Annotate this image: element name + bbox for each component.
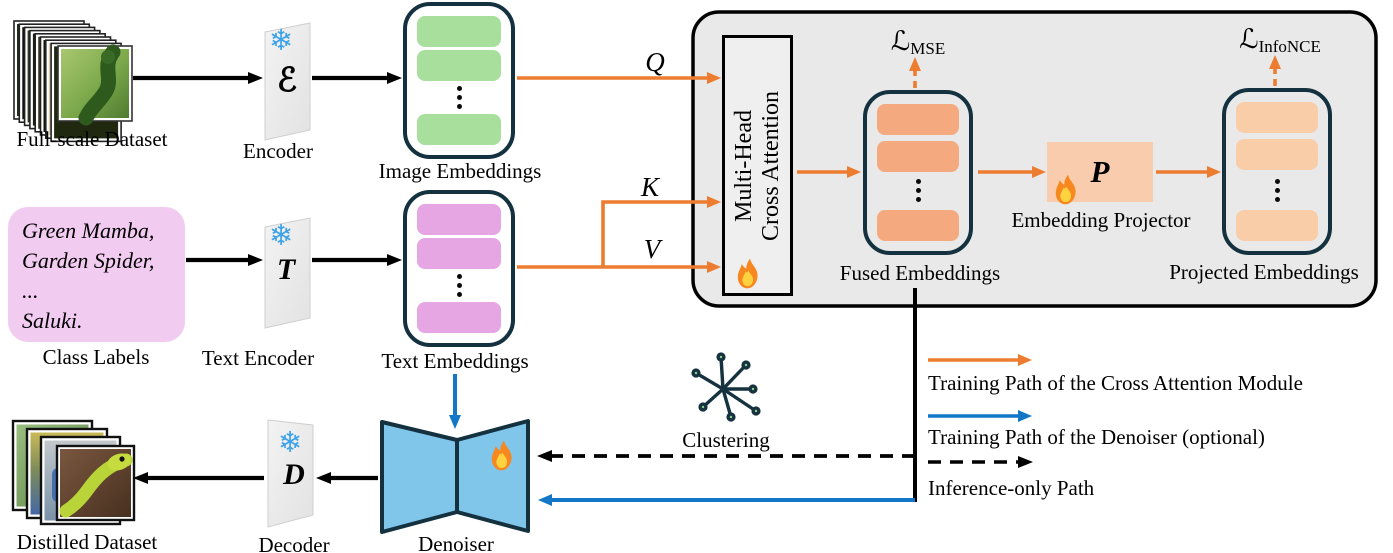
decoder-symbol: D	[283, 458, 305, 491]
text-embeddings-box	[403, 190, 515, 347]
encoder-label: Encoder	[243, 139, 313, 163]
class-labels-box: Green Mamba, Garden Spider, ... Saluki.	[8, 207, 185, 342]
multi-head-cross-attention-box: Multi-Head Cross Attention	[722, 35, 793, 296]
full-scale-dataset-stack	[13, 20, 133, 143]
text-encoder-block	[264, 217, 311, 329]
image-embeddings-label: Image Embeddings	[378, 159, 542, 183]
embedding-bar	[417, 114, 501, 145]
projector-symbol: P	[1090, 154, 1110, 189]
black-arrows	[133, 72, 917, 502]
embedding-bar	[417, 238, 501, 269]
v-label: V	[643, 234, 661, 264]
embedding-bar	[877, 209, 959, 241]
embedding-bar	[1236, 139, 1318, 171]
fused-embeddings-box	[863, 90, 973, 255]
decoder-label: Decoder	[258, 533, 330, 553]
fire-icon	[1055, 174, 1076, 205]
blue-arrows	[449, 374, 915, 506]
class-label-line: Green Mamba,	[22, 218, 155, 243]
class-labels-label: Class Labels	[42, 345, 150, 369]
embedding-bar	[417, 16, 501, 47]
fire-icon	[491, 440, 512, 471]
legend-item-cross-attention: Training Path of the Cross Attention Mod…	[928, 371, 1303, 395]
orange-arrows	[517, 55, 1281, 273]
denoiser-block	[380, 419, 530, 534]
ellipsis-icon	[417, 84, 501, 111]
full-scale-dataset-label: Full-scale Dataset	[16, 127, 168, 151]
legend-item-denoiser: Training Path of the Denoiser (optional)	[928, 425, 1265, 449]
ellipsis-icon	[877, 177, 959, 204]
snowflake-icon: ❄	[268, 23, 294, 57]
q-label: Q	[645, 47, 665, 77]
legend-item-inference: Inference-only Path	[928, 476, 1095, 500]
embedding-bar	[877, 104, 959, 135]
embedding-bar	[417, 50, 501, 81]
encoder-block	[264, 22, 311, 141]
distilled-dataset-label: Distilled Dataset	[16, 530, 158, 553]
projected-embeddings-label: Projected Embeddings	[1169, 260, 1359, 284]
infonce-loss-label: ℒInfoNCE	[1239, 24, 1321, 57]
mse-loss-label: ℒMSE	[890, 26, 946, 59]
projected-embeddings-box	[1222, 88, 1332, 255]
k-label: K	[640, 172, 660, 202]
snowflake-icon: ❄	[277, 425, 303, 459]
embedding-bar	[417, 204, 501, 235]
embedding-bar	[417, 302, 501, 333]
text-encoder-label: Text Encoder	[201, 346, 315, 370]
decoder-block	[267, 419, 314, 528]
denoiser-label: Denoiser	[418, 532, 494, 553]
fire-icon	[737, 258, 758, 289]
snake-photo	[57, 44, 133, 126]
legend-arrows	[928, 354, 1033, 468]
k-arrow	[601, 196, 721, 267]
embedding-bar	[877, 140, 959, 172]
encoder-symbol: ℰ	[277, 60, 297, 99]
distilled-dataset-stack	[11, 419, 136, 526]
clustering-icon	[691, 352, 761, 422]
class-label-line: Garden Spider,	[22, 248, 155, 273]
image-embeddings-box	[403, 2, 515, 159]
distilled-snake-photo	[55, 444, 136, 522]
ellipsis-icon	[1236, 177, 1318, 204]
clustering-label: Clustering	[682, 428, 770, 452]
class-label-line: ...	[22, 278, 39, 303]
embedding-bar	[1236, 102, 1318, 133]
text-encoder-symbol: T	[276, 253, 296, 286]
snowflake-icon: ❄	[268, 218, 294, 252]
embedding-bar	[1236, 209, 1318, 241]
text-embeddings-label: Text Embeddings	[381, 349, 529, 373]
class-label-line: Saluki.	[22, 308, 83, 333]
embedding-projector-label: Embedding Projector	[1011, 208, 1191, 232]
fused-embeddings-label: Fused Embeddings	[839, 261, 1001, 285]
ellipsis-icon	[417, 272, 501, 299]
